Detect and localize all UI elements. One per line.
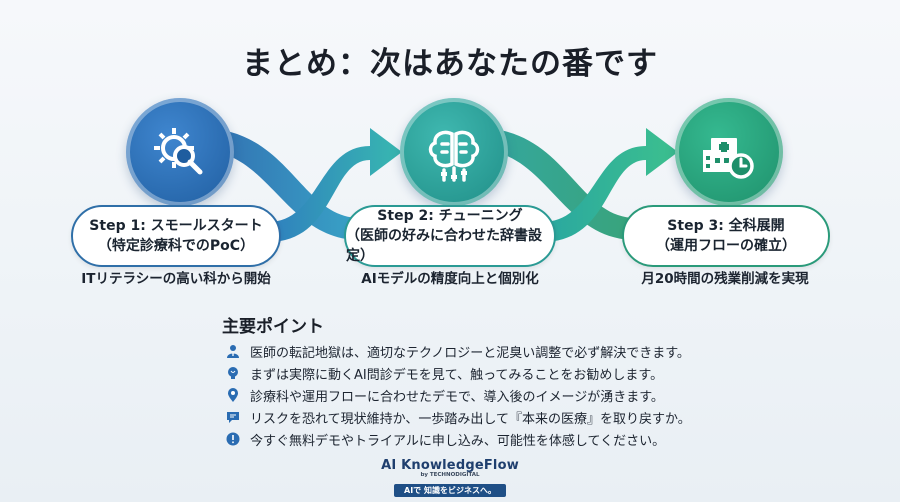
step3-label: Step 3: 全科展開 （運用フローの確立） <box>622 205 830 267</box>
arrow-step2-to-step3 <box>542 128 678 242</box>
step1-label: Step 1: スモールスタート （特定診療科でのPoC） <box>71 205 281 267</box>
step2-subtitle: （医師の好みに合わせた辞書設定） <box>346 228 542 264</box>
arrow-step1-to-step2 <box>268 128 402 242</box>
brand-by: by TECHNODIGITAL <box>420 472 480 478</box>
location-pin-icon <box>226 388 240 402</box>
step1-subtitle: （特定診療科でのPoC） <box>97 238 255 254</box>
list-item: まずは実際に動くAI問診デモを見て、触ってみることをお勧めします。 <box>226 362 691 384</box>
doctor-icon <box>226 344 240 358</box>
step1-caption: ITリテラシーの高い科から開始 <box>81 271 271 287</box>
hospital-clock-icon <box>703 138 754 179</box>
list-item: 医師の転記地獄は、適切なテクノロジーと泥臭い調整で必ず解決できます。 <box>226 340 691 362</box>
point-text: リスクを恐れて現状維持か、一歩踏み出して『本来の医療』を取り戻すか。 <box>250 411 691 427</box>
step2-title: Step 2: チューニング <box>377 208 523 224</box>
step1-icon-circle <box>126 98 234 206</box>
gear-search-icon <box>154 128 203 175</box>
brand-logo: AI KnowledgeFlow by TECHNODIGITAL AIで 知識… <box>370 458 530 497</box>
step2-label: Step 2: チューニング （医師の好みに合わせた辞書設定） <box>344 205 556 267</box>
brand-tagline: AIで 知識をビジネスへ。 <box>394 484 506 497</box>
step3-title: Step 3: 全科展開 <box>667 218 785 234</box>
point-text: 今すぐ無料デモやトライアルに申し込み、可能性を体感してください。 <box>250 433 666 449</box>
speech-bubble-icon <box>226 410 240 424</box>
key-points-list: 医師の転記地獄は、適切なテクノロジーと泥臭い調整で必ず解決できます。 まずは実際… <box>226 340 691 450</box>
lightbulb-icon <box>226 366 240 380</box>
list-item: リスクを恐れて現状維持か、一歩踏み出して『本来の医療』を取り戻すか。 <box>226 406 691 428</box>
step3-caption: 月20時間の残業削減を実現 <box>641 271 809 287</box>
list-item: 今すぐ無料デモやトライアルに申し込み、可能性を体感してください。 <box>226 428 691 450</box>
step2-caption: AIモデルの精度向上と個別化 <box>361 271 539 287</box>
brain-sliders-icon <box>428 130 480 182</box>
point-text: まずは実際に動くAI問診デモを見て、触ってみることをお勧めします。 <box>250 367 664 383</box>
brand-name: AI KnowledgeFlow <box>381 458 519 473</box>
point-text: 医師の転記地獄は、適切なテクノロジーと泥臭い調整で必ず解決できます。 <box>250 345 690 361</box>
step1-title: Step 1: スモールスタート <box>89 218 263 234</box>
step3-subtitle: （運用フローの確立） <box>656 238 796 254</box>
point-text: 診療科や運用フローに合わせたデモで、導入後のイメージが湧きます。 <box>250 389 664 405</box>
page-title: まとめ：次はあなたの番です <box>242 46 658 82</box>
key-points-title: 主要ポイント <box>222 317 324 337</box>
info-icon <box>226 432 240 446</box>
step2-icon-circle <box>400 98 508 206</box>
step3-icon-circle <box>675 98 783 206</box>
list-item: 診療科や運用フローに合わせたデモで、導入後のイメージが湧きます。 <box>226 384 691 406</box>
